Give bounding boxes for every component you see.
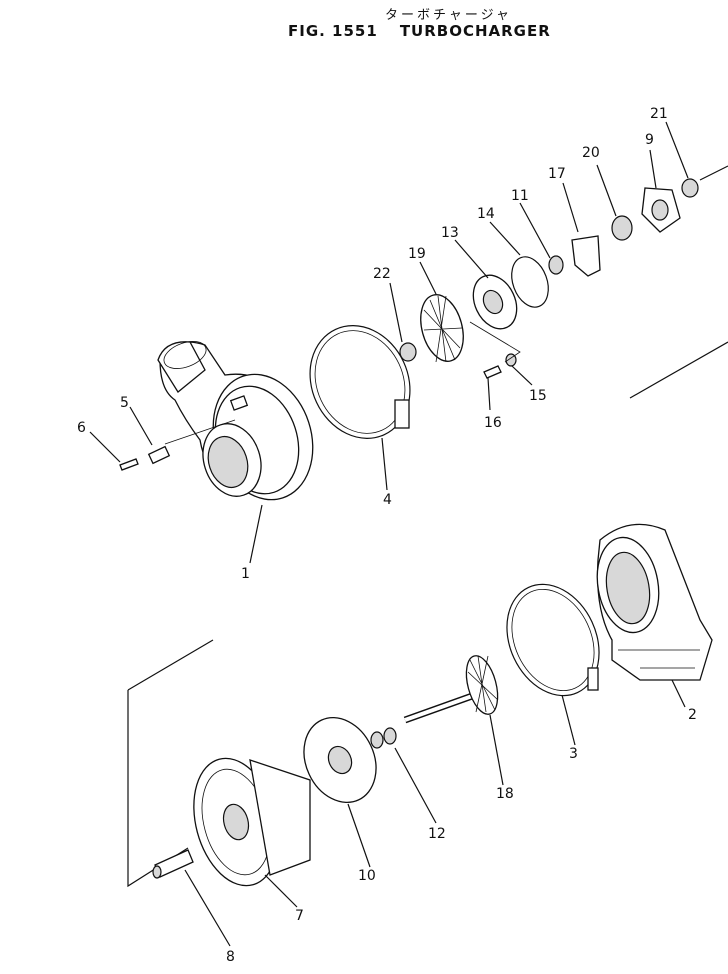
callout-7: 7 — [295, 908, 304, 924]
part-11-ring — [548, 255, 564, 275]
figure-number: FIG. 1551 — [288, 22, 378, 40]
part-17-plate — [571, 235, 601, 277]
callout-13: 13 — [441, 225, 459, 241]
figure-name: TURBOCHARGER — [399, 22, 551, 40]
callout-8: 8 — [226, 949, 235, 965]
compressor-wheel — [420, 294, 464, 363]
callout-1: 1 — [241, 566, 250, 582]
center-housing — [596, 523, 713, 681]
japanese-title: ターボチャージャ — [385, 8, 512, 23]
figure-title: FIG. 1551 TURBOCHARGER — [288, 22, 551, 40]
callout-19: 19 — [408, 246, 426, 262]
callout-17: 17 — [548, 166, 566, 182]
compressor-housing — [157, 341, 314, 501]
part-5-key — [147, 445, 171, 465]
callout-3: 3 — [569, 746, 578, 762]
callout-2: 2 — [688, 707, 697, 723]
seal-plate — [472, 274, 518, 330]
part-16-bolt — [483, 365, 502, 379]
callout-18: 18 — [496, 786, 514, 802]
leader-lines — [89, 121, 689, 947]
callout-5: 5 — [120, 395, 129, 411]
part-12-ring-a — [370, 731, 384, 749]
callout-20: 20 — [582, 145, 600, 161]
callout-22: 22 — [373, 266, 391, 282]
part-8-stud — [152, 849, 194, 879]
callout-16: 16 — [484, 415, 502, 431]
part-9-thrust-plate — [641, 187, 681, 233]
part-12-ring-b — [383, 727, 397, 745]
callout-15: 15 — [529, 388, 547, 404]
callout-10: 10 — [358, 868, 376, 884]
callout-14: 14 — [477, 206, 495, 222]
callout-11: 11 — [511, 188, 529, 204]
part-20-bearing — [611, 215, 633, 241]
clamp-ring-lower — [506, 583, 600, 697]
callout-12: 12 — [428, 826, 446, 842]
part-14-o-ring — [511, 256, 549, 308]
callout-9: 9 — [645, 132, 654, 148]
part-21-ring — [681, 178, 699, 198]
callout-4: 4 — [383, 492, 392, 508]
bracket-line-lower-top — [127, 639, 214, 691]
callout-6: 6 — [77, 420, 86, 436]
part-15-washer — [505, 353, 517, 367]
bracket-line-upper — [699, 165, 728, 181]
turbine-housing — [193, 757, 311, 887]
part-22-nut — [399, 342, 417, 362]
clamp-ring-upper — [309, 325, 411, 439]
bracket-line-upper-lower — [629, 341, 728, 399]
callout-21: 21 — [650, 106, 668, 122]
heat-shield — [303, 716, 377, 804]
turbine-wheel-shaft — [403, 655, 499, 724]
part-6-bolt — [119, 458, 139, 471]
